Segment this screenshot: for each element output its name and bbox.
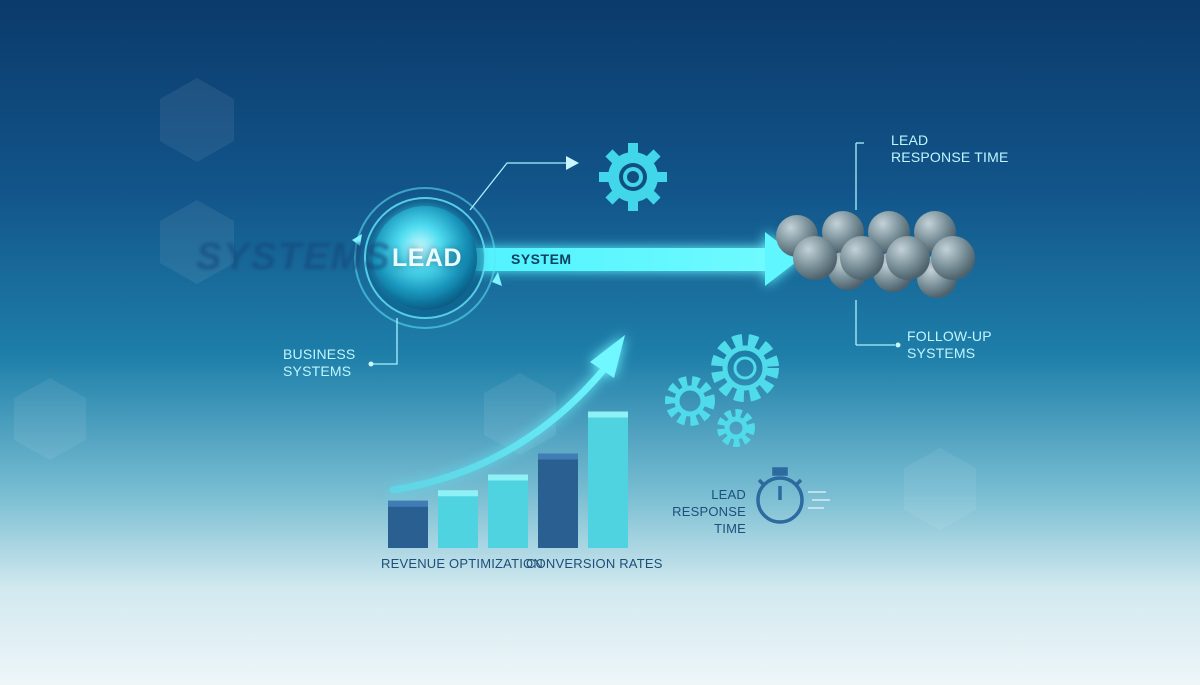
stopwatch-icon	[756, 467, 804, 524]
lead-node-label: LEAD	[391, 244, 463, 272]
right-callout-lines	[855, 142, 895, 346]
gear-icon	[599, 143, 667, 211]
follow-up-systems-label: FOLLOW-UP SYSTEMS	[907, 328, 992, 361]
hexagon-icon	[160, 78, 234, 162]
bar-1	[388, 500, 428, 548]
molecule-cluster-icon	[776, 211, 975, 298]
growth-arrow-icon	[389, 335, 625, 494]
hexagon-icon	[160, 200, 234, 284]
speed-lines	[808, 491, 830, 509]
background-hexagons	[14, 78, 976, 530]
bar-3	[488, 474, 528, 548]
lead-response-time-bottom-label: LEAD RESPONSE TIME	[672, 487, 746, 536]
ring-arrow-icon	[492, 272, 502, 286]
conversion-rates-label: CONVERSION RATES	[526, 556, 663, 571]
bar-chart	[388, 411, 628, 548]
bar-2	[438, 490, 478, 548]
callout-arrowhead-icon	[566, 156, 579, 170]
business-systems-label: BUSINESS SYSTEMS	[283, 346, 356, 379]
lead-response-time-top-label: LEAD RESPONSE TIME	[891, 132, 1009, 165]
ring-arrow-icon	[352, 234, 362, 246]
revenue-optimization-label: REVENUE OPTIMIZATION	[381, 556, 543, 571]
bar-top-5	[588, 411, 628, 418]
bar-top-4	[538, 453, 578, 460]
hexagon-icon	[904, 448, 976, 530]
ghost-word: SYSTEMS	[196, 236, 392, 278]
bar-4	[538, 453, 578, 548]
bar-top-1	[388, 500, 428, 507]
callout-line-business	[372, 318, 398, 365]
gear-cluster-icon	[665, 334, 779, 447]
lead-orb	[352, 187, 502, 329]
callout-line-gear	[469, 162, 570, 211]
bar-5	[588, 411, 628, 548]
hexagon-icon	[14, 378, 86, 460]
bar-top-3	[488, 474, 528, 481]
arrow-label: SYSTEM	[511, 251, 572, 267]
bar-top-2	[438, 490, 478, 497]
lead-system-arrow	[470, 232, 800, 286]
